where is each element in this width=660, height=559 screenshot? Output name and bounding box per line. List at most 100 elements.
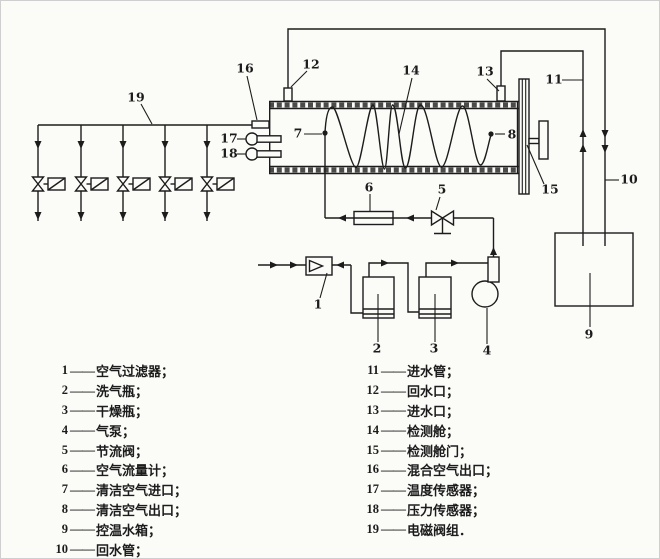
legend-item: 12——回水口； — [357, 381, 498, 401]
solenoid-valve-manifold — [31, 124, 252, 221]
legend-item-number: 5 — [61, 442, 68, 457]
legend-item-number: 16 — [366, 462, 380, 477]
temperature-sensor — [245, 132, 282, 146]
air-pump — [471, 256, 500, 308]
legend-item-number: 17 — [366, 482, 380, 497]
solenoid-valve-branch — [74, 125, 109, 221]
callout-2: 2 — [373, 341, 382, 356]
callout-12: 12 — [302, 57, 319, 72]
legend-dash: —— — [70, 521, 95, 537]
legend-item-label: 干燥瓶； — [96, 403, 149, 419]
legend-item: 14——检测舱； — [357, 420, 498, 440]
legend-column-right: 11——进水管； 12——回水口； 13——进水口； 14——检测舱； 15——… — [357, 361, 499, 539]
legend-item-label: 混合空气出口； — [407, 463, 499, 479]
legend-dash: —— — [70, 442, 95, 458]
water-circuit — [287, 28, 634, 307]
solenoid-valve-branch — [158, 125, 193, 221]
legend-item-label: 检测舱门； — [407, 443, 473, 459]
legend-dash: —— — [381, 402, 406, 418]
legend-dash: —— — [381, 521, 406, 537]
pressure-sensor — [245, 147, 282, 161]
legend-item-number: 14 — [366, 422, 380, 437]
legend-item: 3——干燥瓶； — [51, 401, 187, 421]
legend-dash: —— — [70, 501, 95, 517]
solenoid-coil-box — [90, 177, 109, 191]
legend-item: 6——空气流量计； — [51, 460, 187, 480]
solenoid-valve-branch — [116, 125, 151, 221]
legend-item-number: 13 — [366, 402, 380, 417]
legend-item: 19——电磁阀组． — [357, 519, 498, 539]
door-handle-bar — [538, 120, 549, 160]
solenoid-coil-box — [216, 177, 235, 191]
callout-18: 18 — [220, 146, 238, 161]
callout-6: 6 — [365, 180, 374, 195]
legend-dash: —— — [70, 362, 95, 378]
legend-item-number: 2 — [61, 383, 68, 398]
legend-item: 15——检测舱门； — [357, 440, 498, 460]
legend-dash: —— — [381, 442, 406, 458]
legend-item: 1——空气过滤器； — [51, 361, 187, 381]
legend-item-number: 8 — [61, 501, 68, 516]
legend-item-number: 19 — [366, 521, 380, 536]
legend-dash: —— — [381, 501, 406, 517]
air-supply-train — [258, 135, 500, 342]
legend-dash: —— — [381, 461, 406, 477]
legend-item-number: 4 — [61, 422, 68, 437]
legend-dash: —— — [70, 481, 95, 497]
legend-dash: —— — [381, 362, 406, 378]
legend-item-label: 温度传感器； — [407, 483, 486, 499]
legend-dash: —— — [70, 382, 95, 398]
legend-item: 5——节流阀； — [51, 440, 187, 460]
legend-item-number: 7 — [61, 482, 68, 497]
solenoid-coil-box — [132, 177, 151, 191]
legend-dash: —— — [70, 461, 95, 477]
solenoid-coil-box — [47, 177, 66, 191]
legend-item-label: 电磁阀组． — [407, 522, 473, 538]
legend-dash: —— — [381, 422, 406, 438]
legend-item-number: 12 — [366, 383, 380, 398]
legend-item-label: 空气流量计； — [96, 463, 175, 479]
legend-item-label: 回水管； — [96, 542, 149, 558]
legend-item-label: 清洁空气出口； — [96, 502, 188, 518]
throttle-valve — [430, 209, 455, 235]
callout-4: 4 — [483, 343, 492, 358]
water-return-pipe-10 — [287, 28, 606, 246]
legend-item: 11——进水管； — [357, 361, 498, 381]
callout-10: 10 — [620, 172, 638, 187]
legend-dash: —— — [381, 481, 406, 497]
legend-item: 2——洗气瓶； — [51, 381, 187, 401]
legend-item-label: 空气过滤器； — [96, 364, 175, 380]
callout-11: 11 — [545, 72, 562, 87]
callout-labels: 1 2 3 4 5 6 7 8 9 10 11 12 13 14 15 16 1… — [127, 57, 638, 358]
gas-washing-bottle — [362, 276, 395, 342]
legend-item-number: 18 — [366, 501, 380, 516]
callout-14: 14 — [402, 63, 420, 78]
legend-item: 13——进水口； — [357, 401, 498, 421]
legend-item-label: 进水管； — [407, 364, 460, 380]
air-filter — [305, 256, 333, 276]
legend-item: 17——温度传感器； — [357, 480, 498, 500]
legend-item-label: 气泵； — [96, 423, 136, 439]
legend-item-number: 15 — [366, 442, 380, 457]
clean-air-inlet-point-7 — [322, 130, 328, 136]
temperature-controlled-water-tank — [554, 232, 634, 307]
legend-item-number: 1 — [61, 363, 68, 378]
legend-item-number: 3 — [61, 402, 68, 417]
callout-7: 7 — [294, 126, 303, 141]
legend-item: 16——混合空气出口； — [357, 460, 499, 480]
legend-item: 7——清洁空气进口； — [51, 480, 187, 500]
callout-16: 16 — [236, 61, 254, 76]
chamber-door — [518, 78, 549, 195]
door-handle-shaft — [528, 137, 540, 145]
legend-item-label: 控温水箱； — [96, 522, 162, 538]
legend-dash: —— — [70, 402, 95, 418]
legend-item-label: 清洁空气进口； — [96, 483, 188, 499]
solenoid-coil-box — [174, 177, 193, 191]
solenoid-valve-branch — [31, 125, 66, 221]
legend-item-label: 洗气瓶； — [96, 384, 149, 400]
legend-item-number: 11 — [367, 363, 379, 378]
legend-dash: —— — [381, 382, 406, 398]
legend-item: 9——控温水箱； — [51, 519, 187, 539]
